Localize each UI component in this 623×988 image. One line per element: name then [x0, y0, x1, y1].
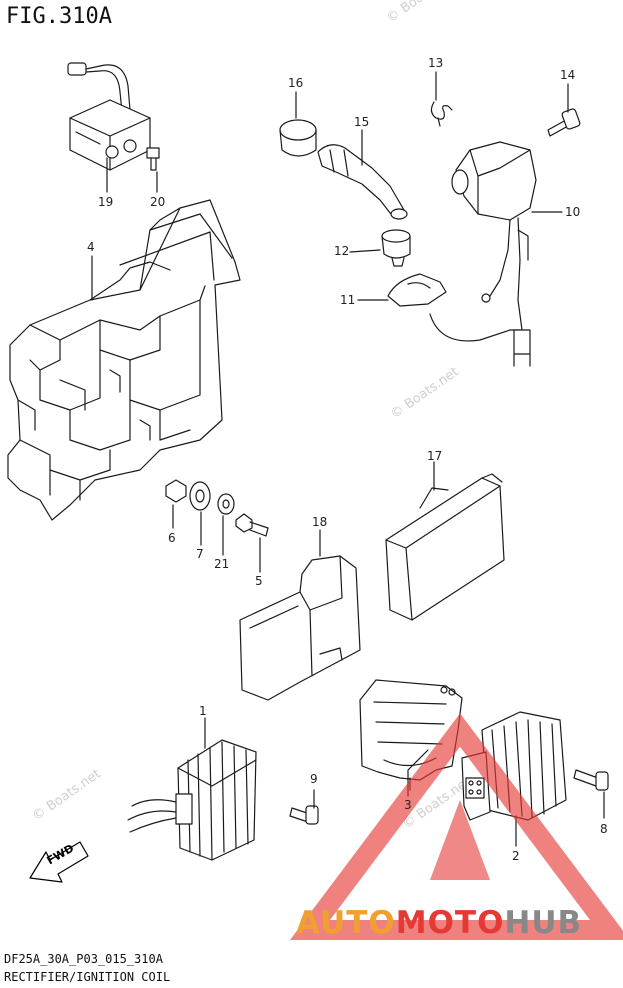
bolt-20-drawing	[146, 147, 160, 171]
callout-13: 13	[428, 56, 444, 70]
callout-11: 11	[340, 293, 356, 307]
callout-3: 3	[404, 798, 412, 812]
callout-1: 1	[199, 704, 207, 718]
cdi-unit-17-drawing	[385, 473, 505, 621]
logo-hub: HUB	[504, 905, 583, 941]
bolt-8-drawing	[573, 769, 609, 791]
bolt-14-drawing	[547, 108, 581, 137]
figure-title: FIG.310A	[6, 4, 112, 29]
callout-9: 9	[310, 772, 318, 786]
grommet-11-drawing	[387, 273, 447, 307]
callout-16: 16	[288, 76, 304, 90]
boot-15-drawing	[317, 144, 408, 220]
callout-4: 4	[87, 240, 95, 254]
fasteners-6-7-21-5-drawing	[165, 479, 269, 537]
callout-7: 7	[196, 547, 204, 561]
figure-code: DF25A_30A_P03_015_310A	[4, 952, 163, 966]
figure-subtitle: RECTIFIER/IGNITION COIL	[4, 970, 171, 984]
cover-18-drawing	[239, 555, 361, 701]
grommet-12-drawing	[381, 229, 411, 267]
bolt-9-drawing	[289, 805, 319, 825]
bracket-4-drawing	[7, 199, 241, 521]
callout-2: 2	[512, 849, 520, 863]
callout-8: 8	[600, 822, 608, 836]
callout-6: 6	[168, 531, 176, 545]
logo-auto: AUTO	[296, 905, 396, 941]
callout-14: 14	[560, 68, 576, 82]
callout-5: 5	[255, 574, 263, 588]
ignition-coil-10-drawing	[429, 141, 537, 367]
callout-15: 15	[354, 115, 370, 129]
logo-triangle	[290, 713, 623, 940]
callout-21: 21	[214, 557, 230, 571]
fwd-arrow-drawing	[29, 841, 89, 883]
callout-17: 17	[427, 449, 443, 463]
callout-18: 18	[312, 515, 328, 529]
logo-moto: MOTO	[395, 905, 505, 941]
callout-20: 20	[150, 195, 166, 209]
callout-19: 19	[98, 195, 114, 209]
rectifier-1-drawing	[127, 739, 257, 861]
callout-12: 12	[334, 244, 350, 258]
relay-19-drawing	[67, 62, 151, 171]
clip-13-drawing	[430, 101, 453, 127]
cap-16-drawing	[279, 119, 317, 157]
callout-10: 10	[565, 205, 581, 219]
logo-text: AUTOMOTOHUB	[296, 905, 582, 941]
